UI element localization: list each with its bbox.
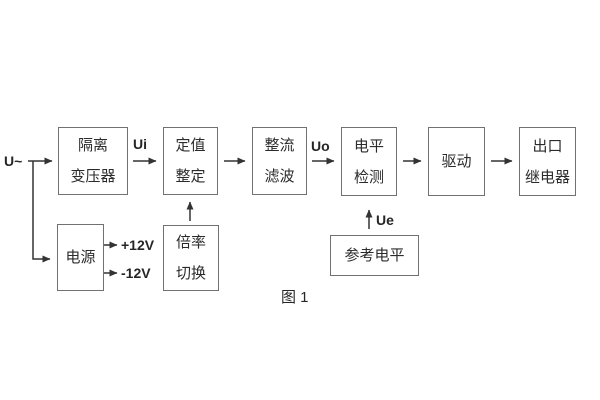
signal-label-ui: Ui bbox=[133, 136, 147, 152]
block-output-relay: 出口 继电器 bbox=[519, 127, 576, 196]
signal-label-uo: Uo bbox=[311, 138, 330, 154]
block-label: 出口 bbox=[532, 137, 563, 155]
block-label: 整定 bbox=[175, 168, 206, 185]
block-label: 继电器 bbox=[524, 168, 570, 186]
block-label: 整流 bbox=[264, 137, 295, 154]
figure-caption: 图 1 bbox=[281, 289, 309, 306]
signal-label-input-voltage: U~ bbox=[4, 153, 23, 169]
signal-label-rail-negative: -12V bbox=[121, 265, 151, 281]
block-label: 变压器 bbox=[70, 168, 116, 185]
block-label: 电平 bbox=[353, 137, 384, 155]
wire-input-branch-to-power bbox=[32, 161, 51, 263]
block-label: 电源 bbox=[65, 249, 96, 266]
block-label: 滤波 bbox=[264, 168, 295, 185]
block-level-detection: 电平 检测 bbox=[341, 127, 397, 196]
block-power-supply: 电源 bbox=[57, 224, 104, 291]
signal-label-rail-positive: +12V bbox=[121, 237, 155, 253]
block-label: 隔离 bbox=[77, 137, 108, 154]
block-driver: 驱动 bbox=[428, 127, 485, 196]
block-reference-level: 参考电平 bbox=[330, 235, 419, 276]
block-label: 倍率 bbox=[175, 234, 206, 251]
signal-label-ue: Ue bbox=[376, 212, 394, 228]
block-label: 驱动 bbox=[441, 153, 472, 170]
block-label: 检测 bbox=[353, 168, 384, 186]
block-isolation-transformer: 隔离 变压器 bbox=[58, 127, 128, 195]
block-label: 切换 bbox=[175, 265, 206, 282]
block-ratio-switch: 倍率 切换 bbox=[163, 225, 219, 291]
block-label: 参考电平 bbox=[344, 247, 405, 264]
block-label: 定值 bbox=[175, 137, 206, 154]
block-setting: 定值 整定 bbox=[163, 127, 218, 195]
block-rectifier-filter: 整流 滤波 bbox=[252, 127, 307, 195]
